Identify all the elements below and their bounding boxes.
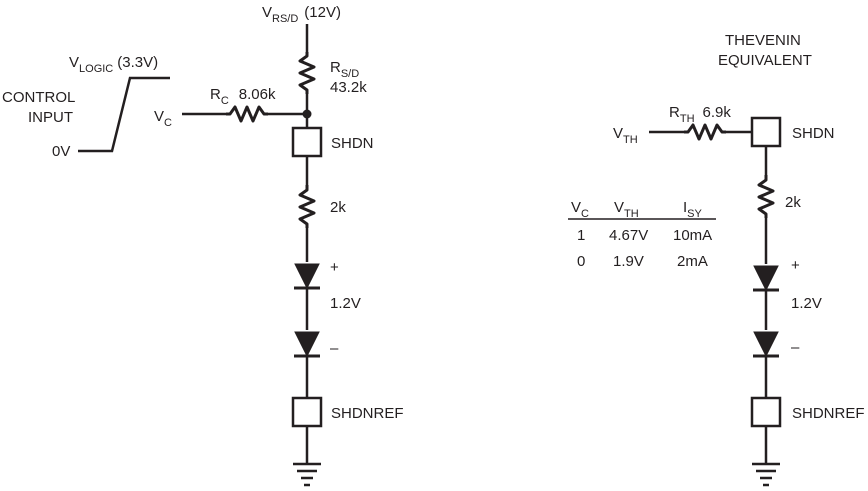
rsd-value: 43.2k (330, 79, 367, 96)
diode-upper (294, 263, 320, 290)
thevenin-resistor-2k (757, 175, 775, 218)
shdn-pin-label: SHDN (331, 135, 374, 152)
shdn-pin (291, 126, 323, 158)
thevenin-title-line2: EQUIVALENT (718, 52, 812, 69)
control-input-waveform (78, 76, 170, 153)
table-header-vc: VC (571, 199, 589, 220)
rc-resistor (226, 105, 268, 123)
minus-sign: – (330, 340, 339, 357)
zero-volt-label: 0V (52, 143, 70, 160)
thevenin-plus-sign: + (791, 257, 800, 274)
rsd-label: RS/D (330, 59, 359, 80)
thevenin-ground-symbol (752, 462, 780, 487)
thevenin-minus-sign: – (791, 339, 800, 356)
thevenin-shdn-pin (750, 116, 782, 148)
thevenin-shdnref-pin (750, 396, 782, 428)
thevenin-diode-upper (753, 265, 779, 292)
control-input-label-line2: INPUT (28, 109, 73, 126)
vc-label: VC (154, 108, 172, 129)
rth-resistor (684, 123, 726, 141)
thevenin-resistor-2k-label: 2k (785, 194, 801, 211)
rsd-resistor (298, 52, 316, 94)
supply-voltage-label: VRS/D(12V) (262, 4, 341, 25)
thevenin-shdnref-label: SHDNREF (792, 405, 865, 422)
vth-label: VTH (613, 125, 638, 146)
thevenin-diode-lower (753, 331, 779, 358)
table-cell: 10mA (673, 227, 712, 244)
plus-sign: + (330, 259, 339, 276)
table-header-isy: ISY (683, 199, 703, 220)
diode-lower (294, 331, 320, 358)
table-cell: 2mA (677, 253, 708, 270)
thevenin-diode-voltage-label: 1.2V (791, 295, 822, 312)
thevenin-table: VC VTH ISY 1 4.67V 10mA 0 1.9V 2mA (568, 199, 716, 270)
table-cell: 1.9V (613, 253, 644, 270)
control-input-label-line1: CONTROL (2, 89, 75, 106)
table-cell: 4.67V (609, 227, 648, 244)
shdnref-pin-label: SHDNREF (331, 405, 404, 422)
table-header-vth: VTH (614, 199, 639, 220)
vlogic-label: VLOGIC(3.3V) (69, 54, 158, 75)
diode-voltage-label: 1.2V (330, 295, 361, 312)
resistor-2k-label: 2k (330, 199, 346, 216)
resistor-2k (298, 185, 316, 228)
shdnref-pin (291, 396, 323, 428)
table-cell: 0 (577, 253, 585, 270)
thevenin-title-line1: THEVENIN (725, 32, 801, 49)
table-cell: 1 (577, 227, 585, 244)
thevenin-shdn-label: SHDN (792, 125, 835, 142)
ground-symbol (293, 462, 321, 487)
